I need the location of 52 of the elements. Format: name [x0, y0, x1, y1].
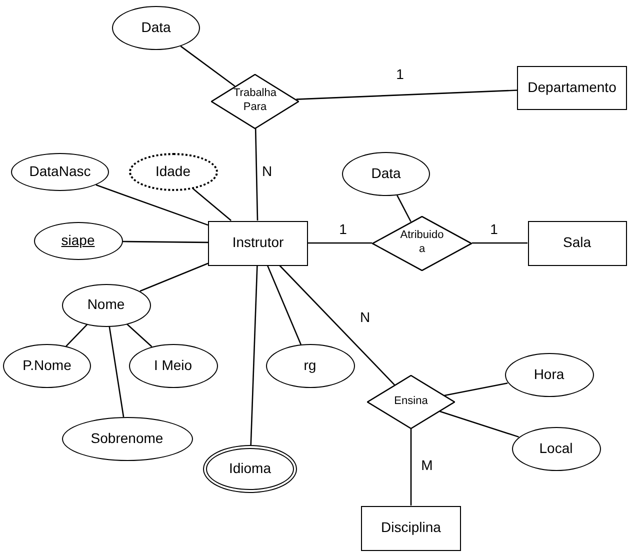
node-label: Trabalha Para — [232, 87, 278, 115]
cardinality-label: 1 — [394, 67, 406, 81]
connector-line — [180, 46, 236, 87]
node-label: Data — [141, 19, 171, 37]
node-label: Local — [539, 440, 573, 458]
connector-line — [440, 410, 519, 438]
connector-line — [308, 242, 372, 244]
node-label: P.Nome — [22, 357, 72, 375]
connector-line — [296, 90, 518, 100]
node-label: Data — [371, 165, 401, 183]
node-label: siape — [61, 232, 95, 250]
node-label: Departamento — [528, 79, 616, 97]
connector-line — [279, 265, 396, 386]
attribute-ellipse — [62, 284, 150, 326]
node-label: Sala — [562, 234, 592, 252]
connector-line — [250, 265, 258, 446]
cardinality-label: M — [419, 458, 435, 472]
node-label: Hora — [534, 366, 564, 384]
connector-line — [66, 324, 88, 347]
node-label: Instrutor — [232, 234, 284, 252]
attribute-ellipse — [266, 344, 354, 388]
node-label: DataNasc — [29, 163, 91, 181]
cardinality-label: 1 — [337, 222, 349, 236]
connector-line — [140, 262, 208, 292]
connector-line — [192, 188, 232, 221]
connector-line — [108, 326, 124, 418]
relationship-diamond — [367, 375, 455, 429]
connector-line — [472, 242, 528, 244]
node-label: Disciplina — [381, 519, 441, 537]
entity-box — [517, 66, 627, 110]
node-label: I Meio — [154, 357, 192, 375]
cardinality-label: 1 — [488, 222, 500, 236]
entity-box — [361, 506, 461, 550]
entity-box — [208, 220, 308, 266]
connector-line — [266, 265, 302, 345]
connector-line — [122, 240, 208, 244]
relationship-diamond — [211, 74, 299, 128]
node-label: Atribuido a — [399, 229, 445, 257]
relationship-diamond — [372, 216, 472, 270]
connector-line — [96, 184, 208, 226]
node-label: Ensina — [393, 395, 429, 409]
node-label: rg — [304, 357, 316, 375]
connector-line — [444, 382, 508, 396]
node-label: Sobrenome — [90, 430, 164, 448]
connector-line — [396, 194, 412, 222]
node-label: Idioma — [228, 460, 272, 478]
node-label: Nome — [87, 296, 125, 314]
connector-line — [254, 128, 258, 221]
entity-box — [528, 220, 626, 266]
connector-line — [410, 429, 412, 506]
connector-line — [126, 324, 152, 348]
node-label: Idade — [155, 163, 191, 181]
